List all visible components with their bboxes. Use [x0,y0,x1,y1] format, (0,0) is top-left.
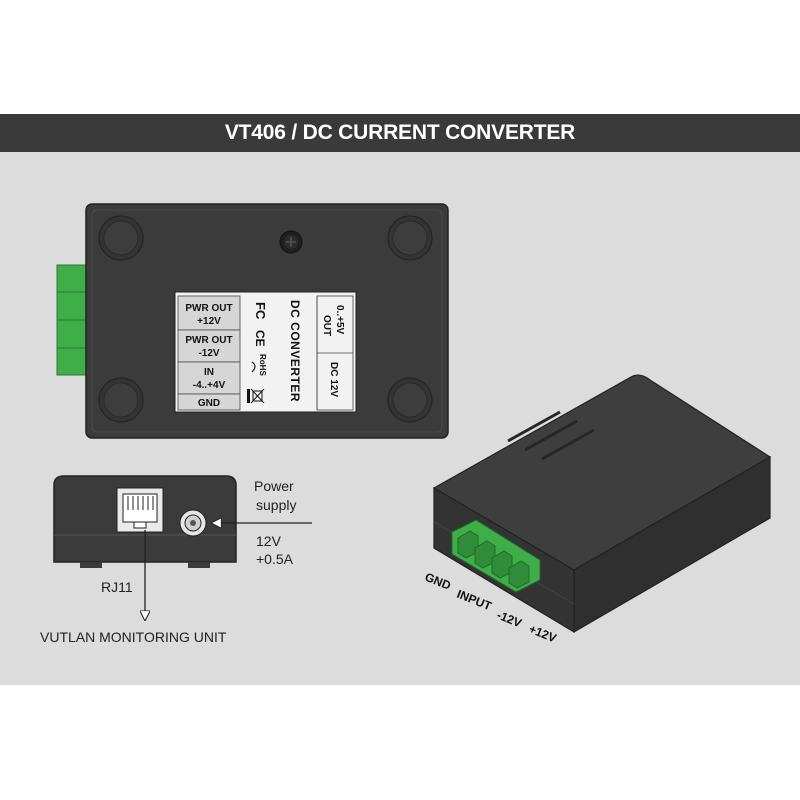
pin-label: -4..+4V [193,380,226,391]
rohs-check-icon [251,361,256,373]
screw-icon [387,215,433,261]
monitoring-unit-label: VUTLAN MONITORING UNIT [40,629,227,645]
screw-icon [387,377,433,423]
terminal-label-minus12v: -12V [495,608,524,630]
terminal-block [451,519,541,593]
power-supply-label: Power [254,478,294,494]
dc-label: DC 12V [328,362,339,397]
front-view-device [53,475,237,568]
terminal-label-input: INPUT [455,587,494,614]
screw-icon [98,377,144,423]
dc-jack-icon [179,509,207,537]
ce-mark: CE [253,330,267,347]
terminal-label-plus12v: +12V [527,622,559,646]
rj11-jack-icon [116,487,164,533]
isometric-device [432,374,772,634]
pin-label: GND [198,398,220,409]
power-spec: +0.5A [256,551,294,567]
label-sticker: PWR OUT +12V PWR OUT -12V IN -4..+4V GND… [174,291,357,413]
fc-mark: FC [253,302,268,320]
product-name: DC CONVERTER [288,300,302,402]
page-title: VT406 / DC CURRENT CONVERTER [224,121,576,144]
rohs-mark: RoHS [258,354,267,376]
out-label: OUT [321,315,332,336]
center-screw-icon [279,230,303,254]
pin-label: -12V [198,348,219,359]
pin-label: PWR OUT [185,303,232,314]
pin-label: IN [204,367,214,378]
out-range: 0..+5V [334,305,345,335]
top-view-device: PWR OUT +12V PWR OUT -12V IN -4..+4V GND… [56,203,449,439]
weee-bin-icon [247,388,265,404]
power-spec: 12V [256,533,282,549]
screw-icon [98,215,144,261]
pin-label: PWR OUT [185,335,232,346]
rj11-label: RJ11 [101,579,133,595]
pin-label: +12V [197,316,221,327]
power-supply-label: supply [256,497,296,513]
header-bar: VT406 / DC CURRENT CONVERTER [0,114,800,152]
terminal-label-gnd: GND [423,570,453,593]
